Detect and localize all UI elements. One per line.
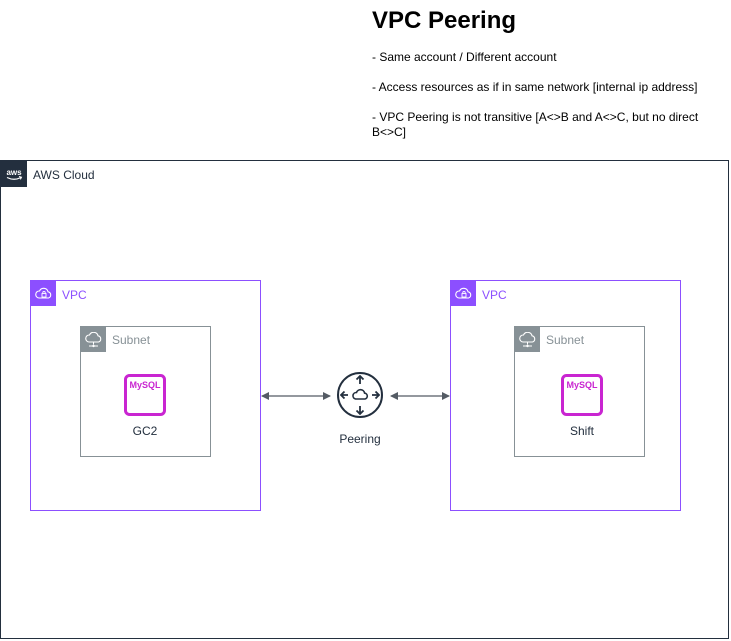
diagram-title: VPC Peering (372, 7, 517, 34)
subnet-icon (81, 327, 106, 352)
aws-cloud-label: AWS Cloud (33, 168, 95, 182)
aws-cloud-icon: aws (1, 161, 27, 187)
notes-list: - Same account / Different account - Acc… (372, 50, 712, 155)
vpc-left[interactable]: VPC (30, 280, 261, 511)
vpc-label: VPC (482, 288, 507, 302)
note-item: - Access resources as if in same network… (372, 80, 698, 94)
subnet-label: Subnet (112, 333, 151, 347)
peering-connection-icon[interactable] (336, 371, 384, 419)
svg-text:MySQL: MySQL (566, 380, 598, 390)
aws-cloud-group[interactable]: aws AWS Cloud (0, 160, 729, 639)
vpc-icon (451, 281, 476, 306)
vpc-icon (31, 281, 56, 306)
peering-label: Peering (339, 432, 381, 446)
mysql-database-icon[interactable]: MySQL (561, 374, 603, 416)
svg-text:aws: aws (6, 168, 22, 177)
vpc-label: VPC (62, 288, 87, 302)
mysql-database-icon[interactable]: MySQL (124, 374, 166, 416)
subnet-right[interactable]: Subnet (514, 326, 645, 457)
database-label: Shift (569, 424, 594, 438)
subnet-icon (515, 327, 540, 352)
database-label: GC2 (132, 424, 158, 438)
subnet-label: Subnet (546, 333, 585, 347)
note-item: - VPC Peering is not transitive [A<>B an… (372, 110, 699, 139)
vpc-right[interactable]: VPC (450, 280, 681, 511)
svg-text:MySQL: MySQL (129, 380, 161, 390)
note-item: - Same account / Different account (372, 50, 557, 64)
subnet-left[interactable]: Subnet (80, 326, 211, 457)
